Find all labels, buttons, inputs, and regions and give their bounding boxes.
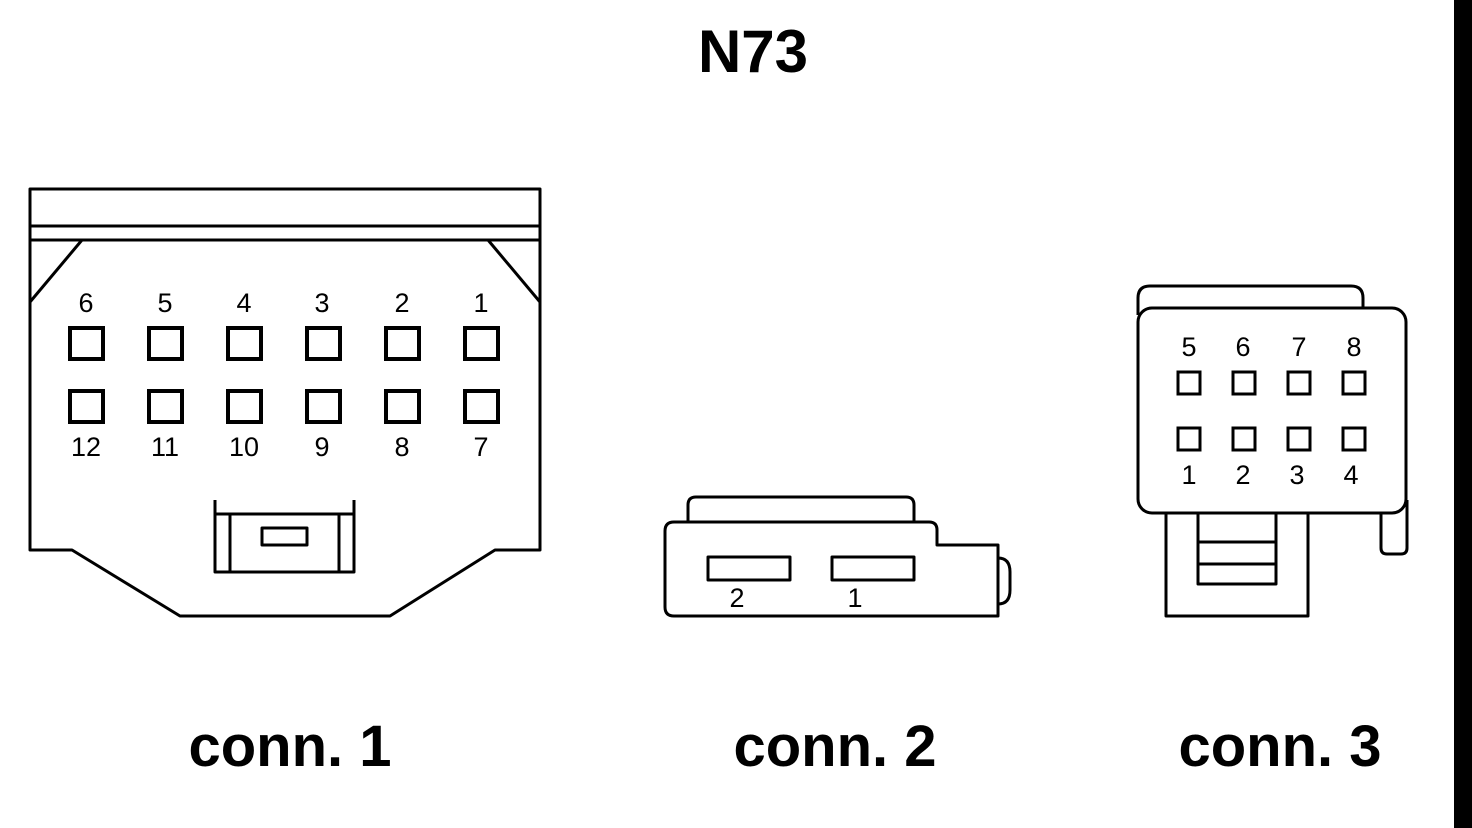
- connector-2-side-bump: [997, 556, 1012, 606]
- pin-number: 8: [1346, 332, 1361, 362]
- pin-number: 8: [394, 432, 409, 462]
- pin-cavity: [384, 326, 421, 361]
- connector-3-latch-finger: [1379, 500, 1409, 556]
- pin-number: 1: [1181, 460, 1196, 490]
- diagram-title: N73: [698, 18, 808, 85]
- pin-cavity: [384, 389, 421, 424]
- pin-number: 4: [236, 288, 251, 318]
- connector-2: 2 1: [663, 495, 1012, 618]
- connector-2-housing: [663, 520, 1000, 618]
- connector-1-chamfer-left: [28, 239, 84, 303]
- pin-number: 6: [1235, 332, 1250, 362]
- pin-cavity: [68, 326, 105, 361]
- pin-cavity: [463, 389, 500, 424]
- pin-cavity: [226, 389, 263, 424]
- pin-number: 10: [229, 432, 259, 462]
- pin-number: 12: [71, 432, 101, 462]
- latch-frame: [213, 500, 356, 574]
- pin-number: 7: [1291, 332, 1306, 362]
- connector-1-label: conn. 1: [188, 714, 391, 779]
- pin-number: 3: [314, 288, 329, 318]
- pin-cavity: [226, 326, 263, 361]
- pin-cavity: [1341, 370, 1367, 396]
- pin-cavity: [1176, 426, 1202, 452]
- tower-inner: [1196, 513, 1278, 586]
- pin-cavity: [1341, 426, 1367, 452]
- pin-cavity: [305, 326, 342, 361]
- pin-number: 5: [157, 288, 172, 318]
- connector-3-bottom-row-labels: 1 2 3 4: [1181, 460, 1358, 490]
- connector-3: 5 6 7 8 1 2 3 4: [1136, 284, 1409, 618]
- pin-number: 11: [151, 432, 179, 462]
- connector-1-top-row-labels: 6 5 4 3 2 1: [78, 288, 488, 318]
- connector-3-bottom-row-pins: [1176, 426, 1367, 452]
- pin-cavity: [463, 326, 500, 361]
- pin-cavity: [147, 389, 184, 424]
- connector-1-housing: [28, 187, 542, 618]
- connector-1-top-row-pins: [68, 326, 500, 361]
- connector-1-bottom-row-labels: 12 11 10 9 8 7: [71, 432, 489, 462]
- pin-number: 4: [1343, 460, 1358, 490]
- connector-2-top-rib: [686, 495, 916, 522]
- pin-number: 2: [394, 288, 409, 318]
- pin-cavity: [147, 326, 184, 361]
- pin-cavity: [1231, 426, 1257, 452]
- connector-1: 6 5 4 3 2 1 12 11 10: [28, 187, 542, 618]
- connector-3-bottom-tower: [1164, 513, 1310, 618]
- pin-number: 7: [473, 432, 488, 462]
- pin-number: 9: [314, 432, 329, 462]
- latch-tab: [260, 526, 309, 547]
- pin-number: 3: [1289, 460, 1304, 490]
- pin-cavity: [1176, 370, 1202, 396]
- pin-number: 5: [1181, 332, 1196, 362]
- pin-number: 1: [473, 288, 488, 318]
- connector-1-bottom-row-pins: [68, 389, 500, 424]
- connector-3-top-row-labels: 5 6 7 8: [1181, 332, 1361, 362]
- right-edge-bar: [1454, 0, 1472, 828]
- connector-3-top-rib: [1136, 284, 1365, 315]
- connector-3-housing: [1136, 306, 1408, 515]
- pin-number: 6: [78, 288, 93, 318]
- pin-cavity: [1231, 370, 1257, 396]
- pin-number: 2: [1235, 460, 1250, 490]
- connector-1-chamfer-right: [486, 239, 542, 303]
- connector-3-top-row-pins: [1176, 370, 1367, 396]
- tower-outer: [1164, 513, 1310, 618]
- pin-cavity: [1286, 426, 1312, 452]
- pin-cavity: [706, 555, 792, 582]
- pin-cavity: [68, 389, 105, 424]
- connector-1-latch: [213, 500, 356, 574]
- pin-cavity: [830, 555, 916, 582]
- connector-2-label: conn. 2: [733, 714, 936, 779]
- pin-cavity: [305, 389, 342, 424]
- connector-3-label: conn. 3: [1178, 714, 1381, 779]
- pin-number: 1: [847, 583, 862, 613]
- pin-cavity: [1286, 370, 1312, 396]
- pin-number: 2: [729, 583, 744, 613]
